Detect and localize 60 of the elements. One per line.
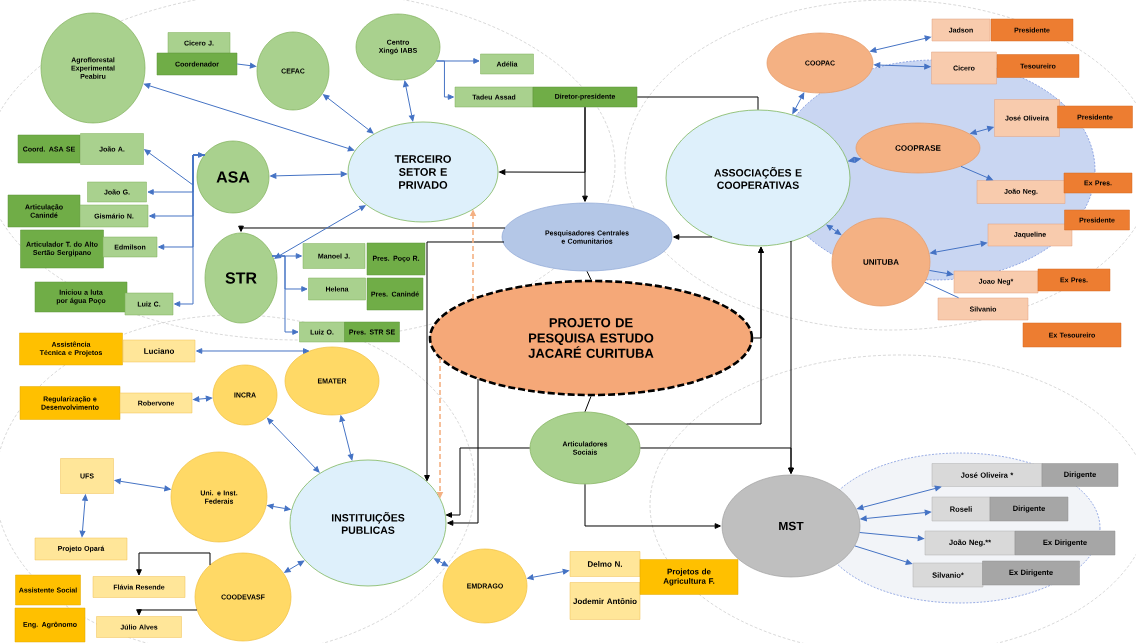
arrow xyxy=(826,224,842,235)
circle-node: ASA xyxy=(196,140,270,214)
arrow xyxy=(271,255,299,335)
arrow xyxy=(267,417,320,473)
arrow xyxy=(970,125,994,135)
arrow xyxy=(193,395,213,402)
arrow xyxy=(960,165,993,181)
arrow xyxy=(136,552,211,576)
ellipse-node: TERCEIRO SETOR E PRIVADO xyxy=(347,121,499,223)
ellipse-node: ASSOCIAÇÕES E COOPERATIVAS xyxy=(665,109,851,247)
connector-line xyxy=(636,96,759,111)
arrow xyxy=(424,241,505,482)
arrow xyxy=(196,348,310,354)
arrow xyxy=(114,478,171,492)
arrow xyxy=(859,532,924,541)
arrow xyxy=(79,494,88,537)
arrow xyxy=(238,225,506,232)
arrow xyxy=(857,485,942,511)
connector-line xyxy=(924,281,960,299)
arrow xyxy=(870,35,931,53)
circle-node: UNITUBA xyxy=(831,217,931,307)
arrow xyxy=(339,415,354,461)
arrow xyxy=(323,94,374,134)
circle-node: COOPRASE xyxy=(855,122,981,174)
arrow xyxy=(527,568,569,581)
arrow xyxy=(433,558,449,567)
arrow xyxy=(284,560,305,573)
name-box: Jodemir Antônio xyxy=(569,582,641,620)
arrow xyxy=(854,545,913,565)
arrow xyxy=(788,240,794,474)
arrow xyxy=(136,609,198,616)
arrow xyxy=(928,269,953,277)
arrow xyxy=(930,240,987,255)
arrow xyxy=(144,149,205,186)
arrow xyxy=(752,246,764,339)
arrow xyxy=(270,171,347,179)
arrow xyxy=(267,503,291,512)
arrow xyxy=(792,92,805,114)
arrow xyxy=(274,205,366,259)
circle-node: MST xyxy=(721,474,861,578)
arrow xyxy=(435,60,454,100)
arrow xyxy=(673,234,713,240)
connector-line xyxy=(586,270,592,281)
name-box: Delmo N. xyxy=(569,551,641,577)
arrow xyxy=(174,154,206,307)
arrow xyxy=(860,509,931,522)
arrow xyxy=(236,62,257,69)
arrow xyxy=(447,378,479,526)
arrow xyxy=(403,80,415,122)
connector-line xyxy=(584,395,592,413)
arrow xyxy=(848,157,861,163)
role-box: Projetos de Agricultura F. xyxy=(639,559,739,595)
arrow xyxy=(499,106,586,175)
circle-node: STR xyxy=(204,232,278,324)
arrow xyxy=(143,83,355,152)
arrow xyxy=(584,483,721,529)
arrow xyxy=(874,62,931,70)
arrow xyxy=(445,447,531,518)
name-box: Luciano xyxy=(122,339,196,363)
ellipse-node: INSTITUIÇÕES PUBLICAS xyxy=(289,459,447,587)
